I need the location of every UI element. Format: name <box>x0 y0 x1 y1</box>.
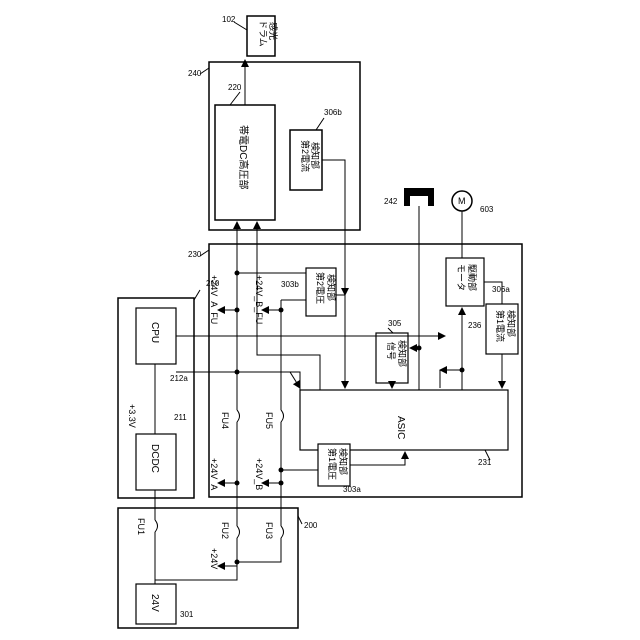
drum-label-1: 感光 <box>268 22 279 40</box>
high-voltage-unit: 240 帯電DC高圧部 220 第2電流 検知部 306b <box>188 60 360 230</box>
fu1-label: FU1 <box>136 518 146 535</box>
control-unit: 210 CPU 212a +3.3V 211 DCDC <box>118 279 220 498</box>
first-current-label-1: 第1電流 <box>495 310 506 342</box>
connector-shape <box>404 188 434 206</box>
wiring <box>155 160 502 584</box>
second-voltage-ref: 303b <box>281 280 299 289</box>
drum-ref-leader <box>234 22 247 30</box>
motor-ref: 603 <box>480 205 494 214</box>
fu2-label: FU2 <box>220 522 230 539</box>
hv-block-ref: 220 <box>228 83 242 92</box>
fuse-fu5 <box>281 410 284 422</box>
motor-symbol: M <box>458 196 466 206</box>
drum-ref: 102 <box>222 15 236 24</box>
motor-driver-label-2: 駆動部 <box>467 264 478 291</box>
dcdc-label: DCDC <box>149 444 160 473</box>
signal-label-2: 検知部 <box>397 340 408 367</box>
first-voltage-label-2: 検知部 <box>338 448 349 475</box>
first-voltage-label-1: 第1電圧 <box>327 448 338 480</box>
second-voltage-label-1: 第2電圧 <box>315 272 326 304</box>
hv-unit-ref: 240 <box>188 69 202 78</box>
motor-driver-label-1: モータ <box>456 264 466 291</box>
source-24v-label: 24V <box>149 594 160 612</box>
drum-label-2: ドラム <box>258 20 268 47</box>
cpu-label: CPU <box>149 322 160 343</box>
signal-label-1: 信号 <box>386 342 397 360</box>
v24a-label: +24V_A <box>209 458 219 490</box>
v24a-fu-label: +24V_A_FU <box>209 275 219 324</box>
photosensitive-drum: 感光 ドラム 102 <box>222 15 279 56</box>
board-ref: 230 <box>188 250 202 259</box>
v24-label: +24V <box>209 548 219 569</box>
signal-ref: 305 <box>388 319 402 328</box>
fu4-label: FU4 <box>220 412 230 429</box>
first-current-label-2: 検知部 <box>506 310 517 337</box>
fu5-label: FU5 <box>264 412 274 429</box>
fuse-fu2 <box>237 526 240 538</box>
v33-label: +3.3V <box>127 404 137 428</box>
asic-label: ASIC <box>395 416 406 439</box>
fuse-fu3 <box>281 526 284 538</box>
motor-603: M 603 <box>452 191 494 214</box>
second-current-label-1: 第2電流 <box>300 140 311 172</box>
second-voltage-label-2: 検知部 <box>326 274 337 301</box>
connector-ref: 242 <box>384 197 398 206</box>
connector-242: 242 <box>384 188 434 206</box>
second-current-label-2: 検知部 <box>310 142 321 169</box>
fuse-fu1 <box>155 520 158 532</box>
dcdc-ref: 211 <box>174 413 187 422</box>
fu3-label: FU3 <box>264 522 274 539</box>
first-current-ref: 306a <box>492 285 510 294</box>
fuse-fu4 <box>237 410 240 422</box>
cpu-bus-ref: 212a <box>170 374 188 383</box>
charging-dc-hv-label: 帯電DC高圧部 <box>237 125 250 189</box>
psu-ref: 200 <box>304 521 318 530</box>
v24b-fu-label: +24V_B_FU <box>254 275 264 324</box>
first-voltage-ref: 303a <box>343 485 361 494</box>
source-ref: 301 <box>180 610 194 619</box>
motor-bus-ref: 236 <box>468 321 482 330</box>
second-current-ref: 306b <box>324 108 342 117</box>
v24b-label: +24V_B <box>254 458 264 490</box>
